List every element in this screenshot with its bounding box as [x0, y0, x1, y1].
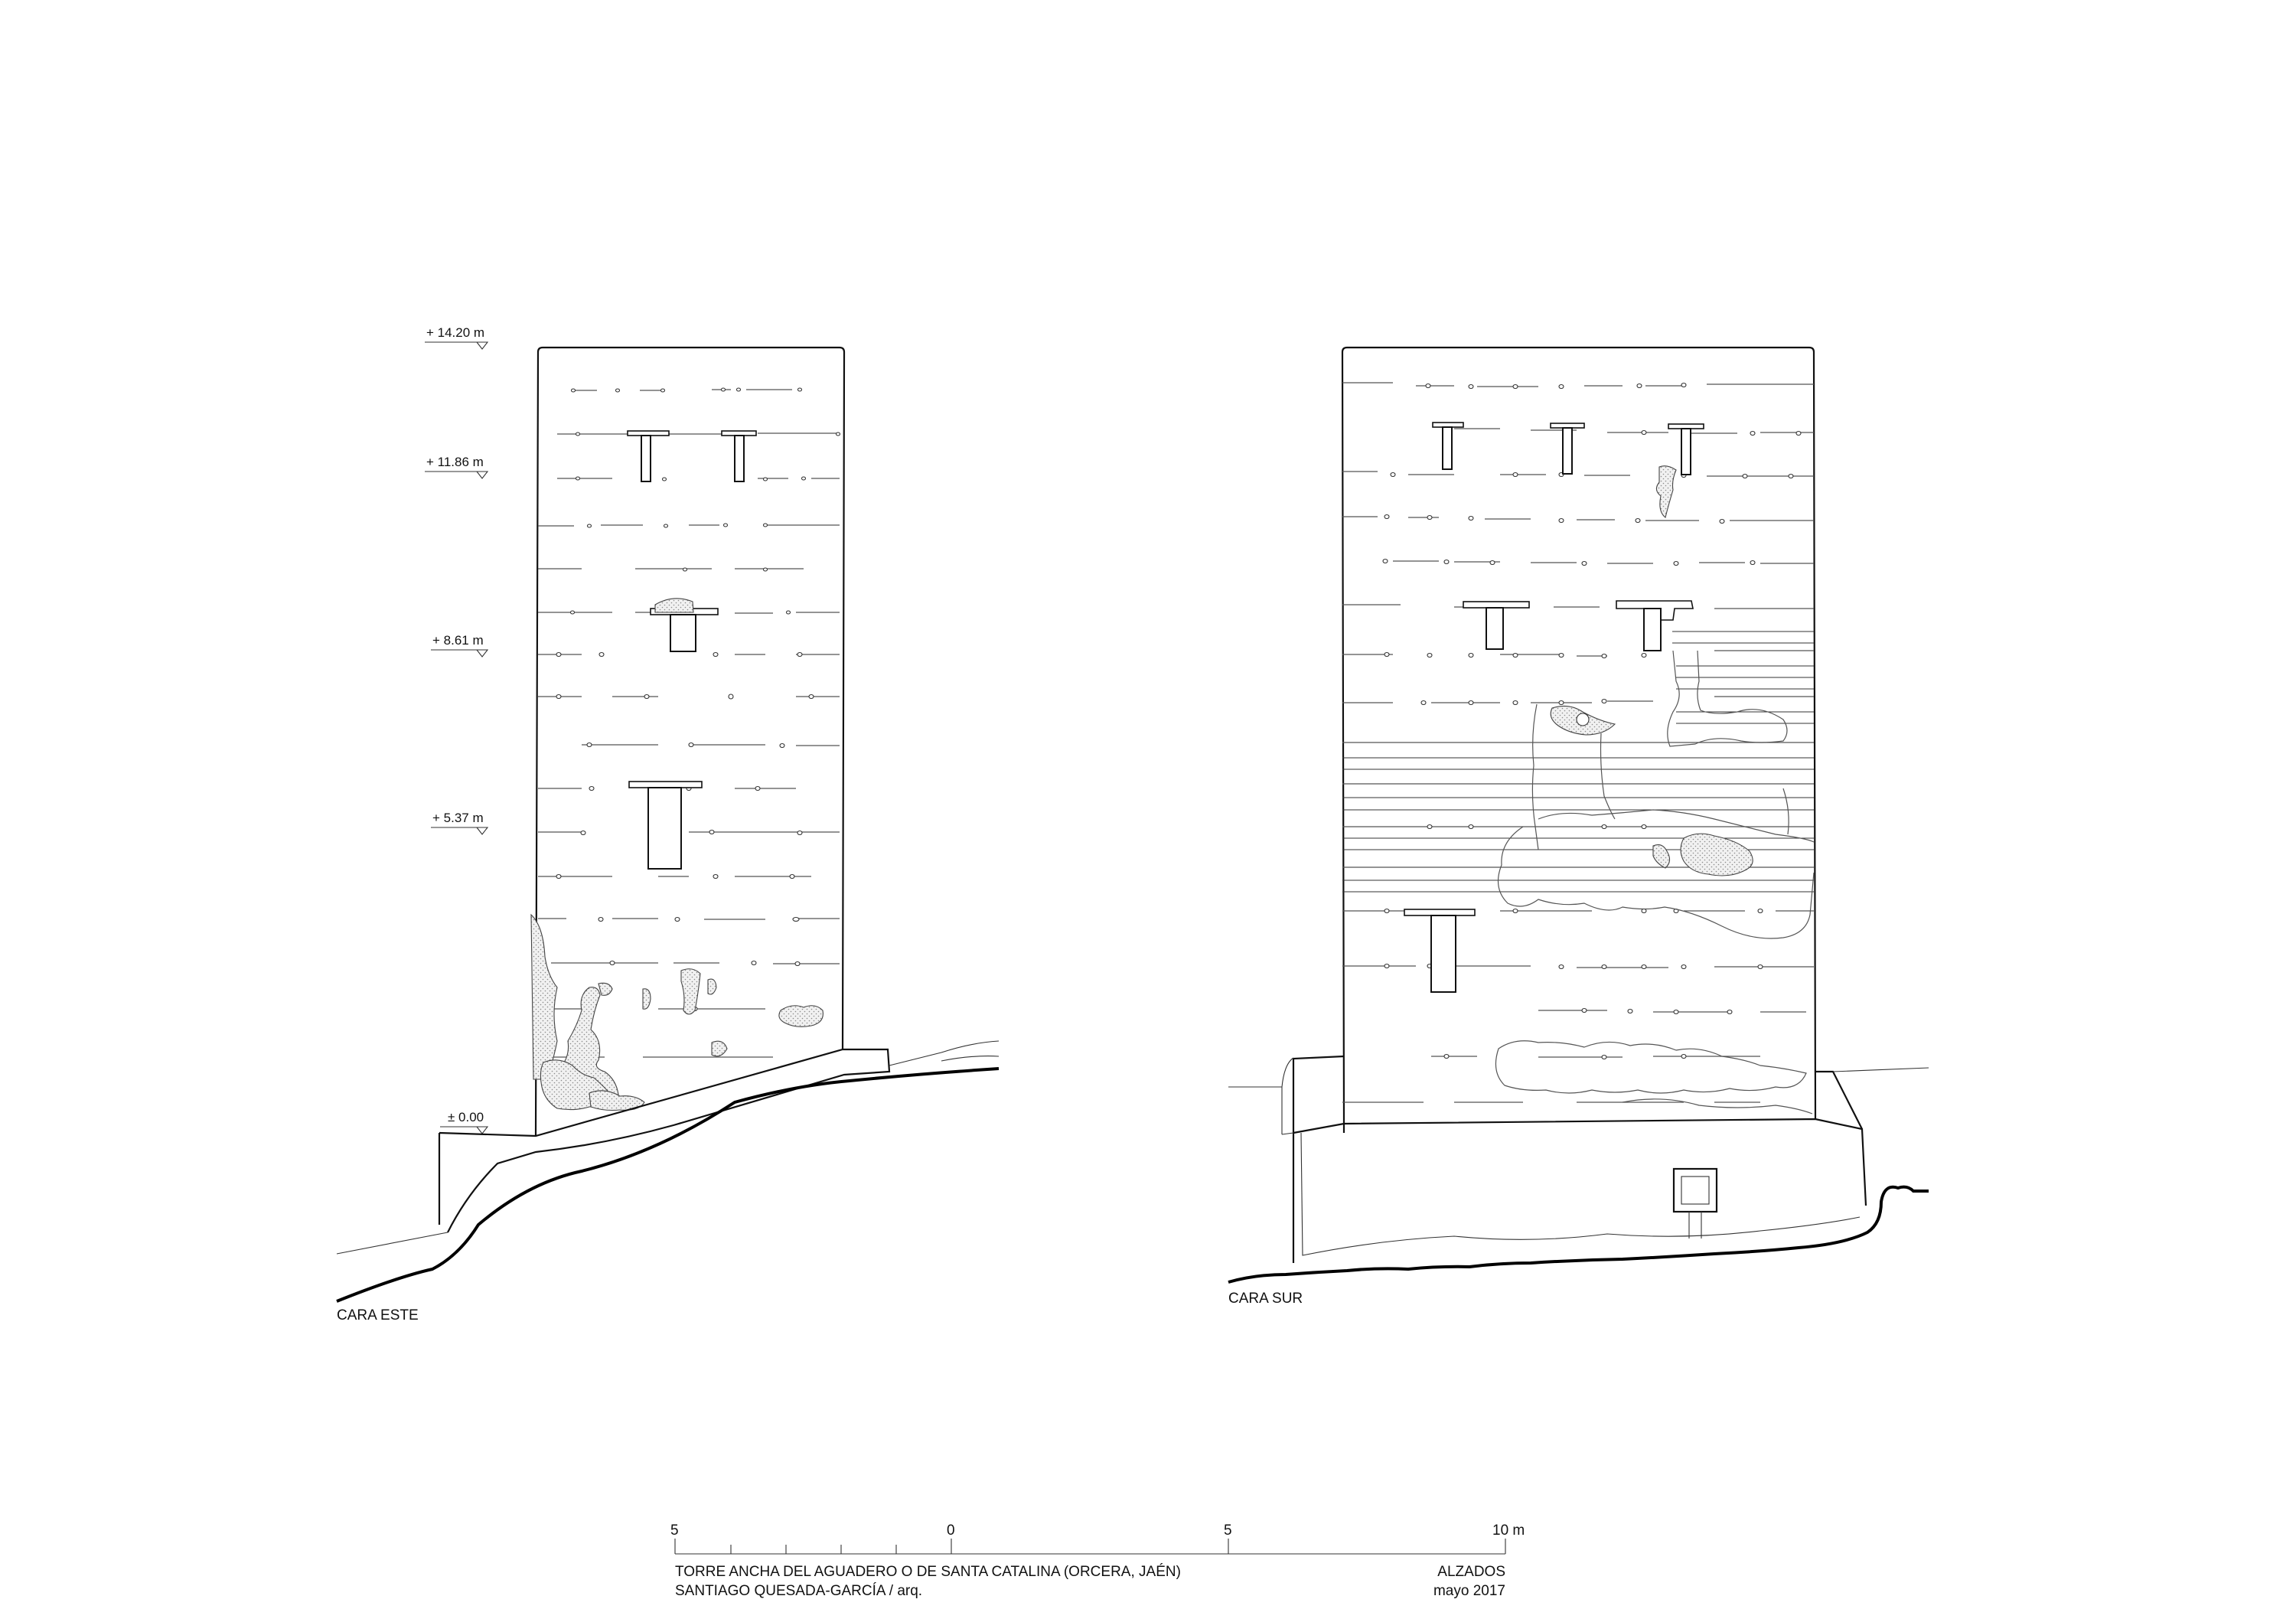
masonry-patches — [530, 598, 823, 1111]
level-label: + 14.20 m — [426, 325, 484, 340]
south-elevation: CARA SUR — [1228, 346, 1929, 1307]
masonry-courses — [1342, 382, 1814, 1103]
level-marker-8-61: + 8.61 m — [431, 633, 489, 658]
scale-label: 5 — [670, 1522, 679, 1539]
masonry-courses — [538, 389, 840, 1058]
scale-label: 5 — [1224, 1522, 1232, 1539]
masonry-scars — [1495, 650, 1815, 1115]
south-door-frame — [1672, 1167, 1718, 1239]
south-caption: CARA SUR — [1228, 1291, 1303, 1307]
masonry-patches — [1550, 465, 1753, 876]
horizontal-bands — [1342, 631, 1814, 893]
title-block: TORRE ANCHA DEL AGUADERO O DE SANTA CATA… — [675, 1564, 1505, 1599]
level-markers: + 14.20 m + 11.86 m + 8.61 m + 5.37 m ± … — [425, 325, 489, 1134]
windows — [1404, 422, 1704, 993]
east-caption: CARA ESTE — [337, 1307, 419, 1323]
tower-outline — [534, 346, 846, 1137]
east-ground-line — [336, 1067, 1000, 1303]
east-elevation: CARA ESTE — [336, 346, 1000, 1323]
level-marker-5-37: + 5.37 m — [431, 811, 489, 835]
putlog-holes — [556, 387, 841, 1012]
scale-label: 0 — [947, 1522, 955, 1539]
scale-bar: 5 0 5 10 m — [670, 1522, 1525, 1555]
level-marker-11-86: + 11.86 m — [425, 455, 489, 479]
level-marker-0-00: ± 0.00 — [440, 1110, 489, 1134]
level-label: ± 0.00 — [448, 1110, 484, 1124]
scale-label: 10 m — [1492, 1522, 1525, 1539]
level-label: + 11.86 m — [426, 455, 484, 469]
windows — [627, 430, 757, 870]
tower-outline — [1341, 346, 1817, 1124]
level-marker-14-20: + 14.20 m — [425, 325, 489, 350]
south-ground-line — [1228, 1185, 1929, 1284]
drawing-title: TORRE ANCHA DEL AGUADERO O DE SANTA CATA… — [675, 1564, 1181, 1580]
sheet-name: ALZADOS — [1437, 1564, 1505, 1580]
sheet-date: mayo 2017 — [1433, 1583, 1505, 1599]
drawing-author: SANTIAGO QUESADA-GARCÍA / arq. — [675, 1583, 922, 1599]
south-base-podium — [1292, 1055, 1867, 1263]
level-label: + 8.61 m — [432, 633, 484, 648]
level-label: + 5.37 m — [432, 811, 484, 825]
east-base-platform — [438, 1048, 891, 1233]
